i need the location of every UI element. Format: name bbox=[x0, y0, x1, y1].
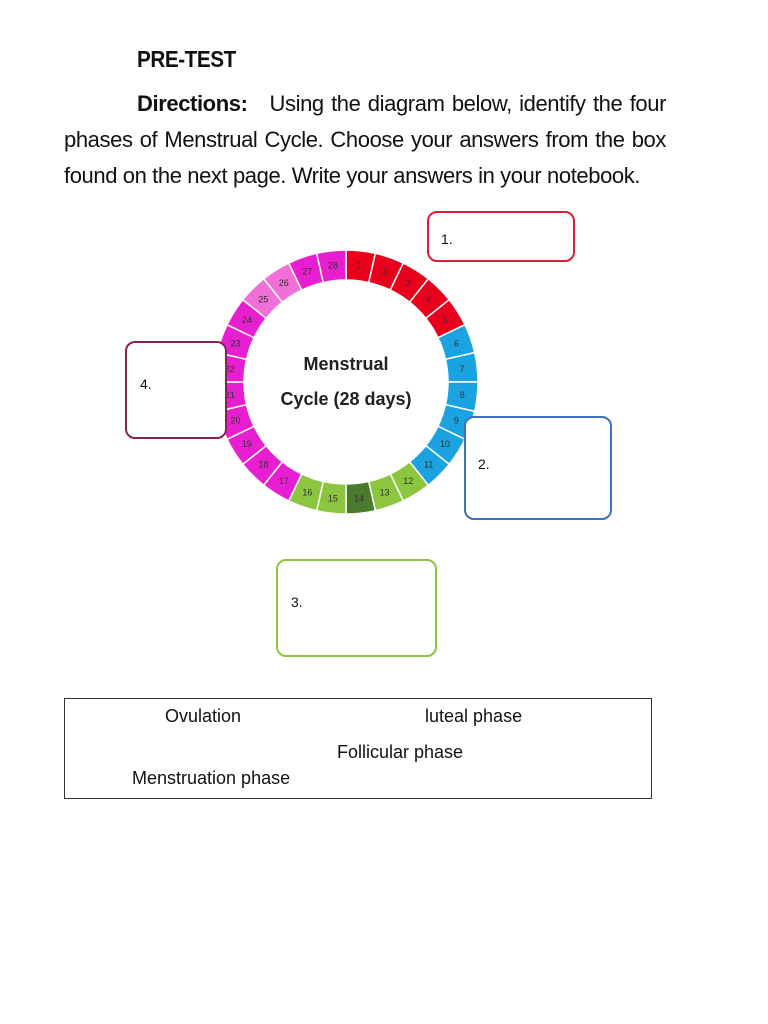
directions-label: Directions: bbox=[137, 91, 248, 116]
directions-text: Using the diagram below, identify the fo… bbox=[64, 91, 666, 188]
cycle-day-label-7: 7 bbox=[460, 364, 465, 374]
answer-box-2-label: 2. bbox=[478, 456, 490, 472]
answer-box-4[interactable]: 4. bbox=[125, 341, 227, 439]
cycle-day-label-10: 10 bbox=[440, 439, 450, 449]
cycle-day-label-6: 6 bbox=[454, 338, 459, 348]
answer-box-2[interactable]: 2. bbox=[464, 416, 612, 520]
cycle-day-labels: 1234567891011121314151617181920212223242… bbox=[225, 261, 465, 504]
cycle-day-label-22: 22 bbox=[225, 364, 235, 374]
answer-box-1-label: 1. bbox=[441, 231, 453, 247]
cycle-ring bbox=[213, 249, 479, 515]
cycle-day-label-23: 23 bbox=[231, 338, 241, 348]
answer-choices-box: Ovulation luteal phase Follicular phase … bbox=[64, 698, 652, 799]
cycle-day-label-1: 1 bbox=[357, 261, 362, 271]
cycle-day-label-5: 5 bbox=[443, 315, 448, 325]
cycle-day-label-20: 20 bbox=[231, 416, 241, 426]
answer-choice-ovulation: Ovulation bbox=[165, 706, 242, 726]
cycle-day-label-24: 24 bbox=[242, 315, 252, 325]
cycle-day-label-13: 13 bbox=[380, 487, 390, 497]
answer-choice-menstruation: Menstruation phase bbox=[132, 768, 291, 788]
cycle-day-label-27: 27 bbox=[302, 267, 312, 277]
cycle-day-label-21: 21 bbox=[225, 390, 235, 400]
cycle-day-label-8: 8 bbox=[460, 390, 465, 400]
answer-choice-luteal: luteal phase bbox=[425, 706, 523, 726]
answer-choice-follicular: Follicular phase bbox=[337, 742, 464, 762]
cycle-day-label-19: 19 bbox=[242, 439, 252, 449]
directions: Directions: Using the diagram below, ide… bbox=[64, 86, 666, 194]
cycle-day-label-25: 25 bbox=[258, 294, 268, 304]
cycle-day-label-9: 9 bbox=[454, 416, 459, 426]
cycle-day-label-11: 11 bbox=[424, 460, 433, 470]
cycle-center-title: Menstrual bbox=[303, 354, 388, 374]
answer-box-1[interactable]: 1. bbox=[427, 211, 575, 262]
cycle-day-label-4: 4 bbox=[426, 294, 431, 304]
answer-box-4-label: 4. bbox=[140, 376, 152, 392]
cycle-day-label-28: 28 bbox=[328, 261, 338, 271]
cycle-day-segment-28 bbox=[315, 249, 347, 284]
cycle-day-label-17: 17 bbox=[279, 476, 289, 486]
cycle-day-label-26: 26 bbox=[279, 278, 289, 288]
cycle-day-label-18: 18 bbox=[258, 460, 268, 470]
cycle-day-label-15: 15 bbox=[328, 493, 338, 503]
cycle-day-label-2: 2 bbox=[382, 267, 387, 277]
answer-box-3-label: 3. bbox=[291, 594, 303, 610]
cycle-day-label-3: 3 bbox=[406, 278, 411, 288]
answer-box-3[interactable]: 3. bbox=[276, 559, 437, 657]
page-title: PRE-TEST bbox=[137, 46, 236, 72]
cycle-day-label-16: 16 bbox=[302, 487, 312, 497]
cycle-center-subtitle: Cycle (28 days) bbox=[280, 389, 411, 409]
menstrual-cycle-diagram: 1234567891011121314151617181920212223242… bbox=[213, 249, 479, 515]
cycle-day-label-14: 14 bbox=[354, 493, 364, 503]
cycle-day-label-12: 12 bbox=[403, 476, 413, 486]
